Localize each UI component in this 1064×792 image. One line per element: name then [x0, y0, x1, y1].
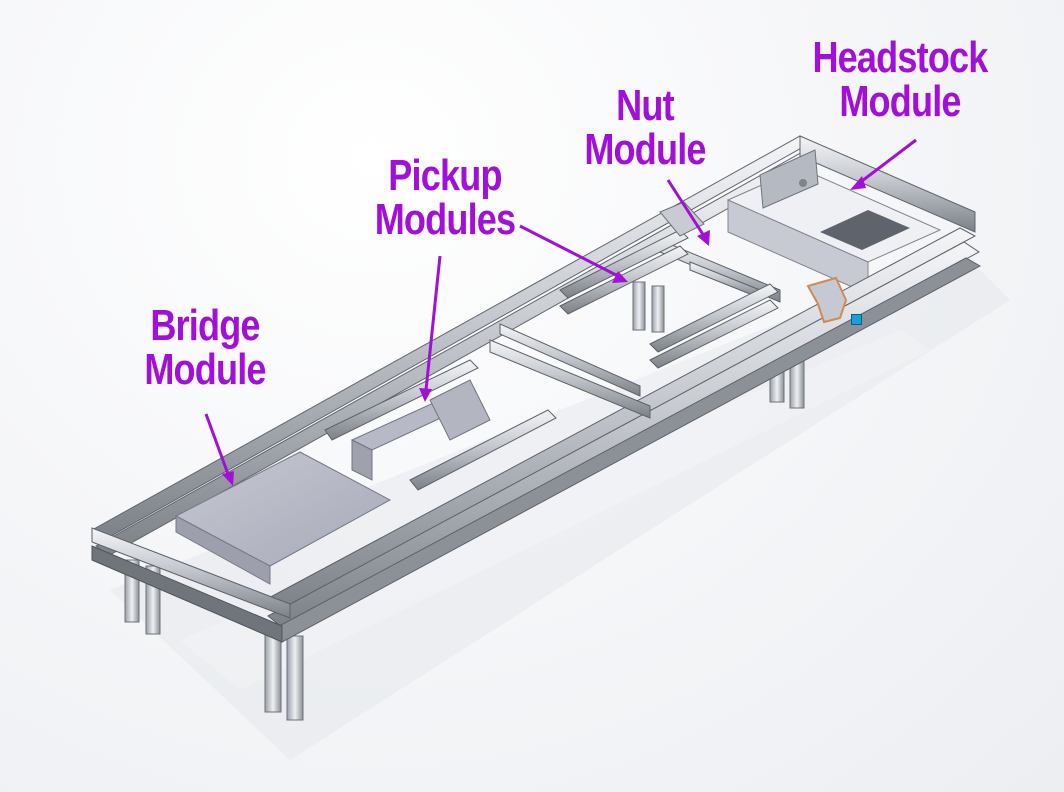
label-headstock-line1: Headstock	[812, 33, 988, 82]
front-rail	[264, 227, 982, 643]
nut-module-part	[659, 201, 705, 237]
label-pickup-line2: Modules	[374, 195, 516, 244]
floor-shadow	[110, 250, 1010, 760]
selection-handle-icon[interactable]	[851, 314, 862, 325]
label-headstock-line2: Module	[839, 77, 961, 126]
cross-members	[91, 239, 781, 643]
label-pickup-modules: Pickup Modules	[363, 154, 527, 242]
pickup-rails	[324, 229, 779, 491]
bridge-plate	[174, 451, 392, 585]
label-bridge-line2: Module	[144, 345, 266, 394]
headstock-frame	[726, 135, 976, 295]
annotation-arrows	[204, 138, 917, 486]
label-bridge-line1: Bridge	[150, 301, 260, 350]
label-nut-module: Nut Module	[575, 84, 714, 172]
label-nut-line2: Module	[584, 125, 706, 174]
label-pickup-line1: Pickup	[388, 151, 502, 200]
selected-part[interactable]	[806, 276, 848, 324]
label-nut-line1: Nut	[616, 81, 674, 130]
label-headstock-module: Headstock Module	[810, 36, 990, 124]
label-bridge-module: Bridge Module	[135, 304, 274, 392]
